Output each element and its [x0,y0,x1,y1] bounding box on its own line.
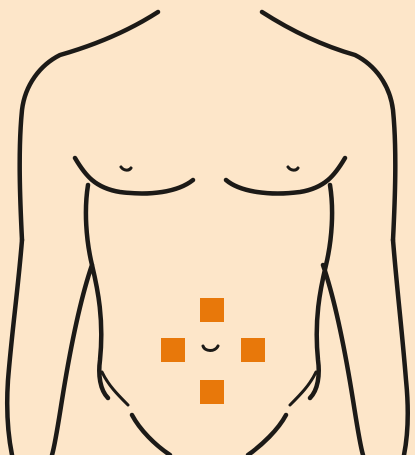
injection-site-above-navel [200,298,224,322]
left-hip-line [102,372,128,405]
left-pectoral-line [75,158,193,194]
left-torso-side [86,185,108,398]
left-nipple [121,167,131,170]
right-neck-shoulder-line [262,12,395,240]
left-groin-line [132,415,170,455]
right-pectoral-line [226,158,345,194]
left-arm-inner [52,265,92,455]
left-neck-shoulder-line [20,12,158,240]
injection-site-right-of-navel [241,338,265,362]
right-arm-outer [393,240,408,455]
right-arm-inner [323,265,363,455]
right-nipple [288,167,298,170]
right-hip-line [290,372,316,405]
left-arm-outer [7,240,22,455]
injection-site-left-of-navel [161,338,185,362]
navel [203,346,218,351]
right-groin-line [248,415,286,455]
injection-site-below-navel [200,380,224,404]
